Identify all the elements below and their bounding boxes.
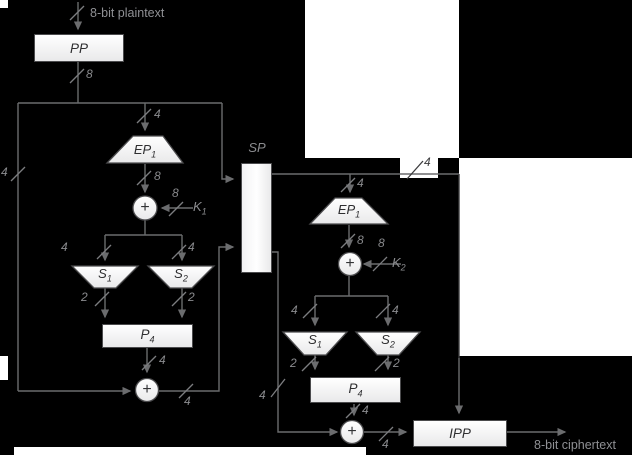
round1-ep-trapezoid [105,135,185,164]
round2-s2-label: S2 [381,331,395,350]
bus-width-r2-split-left: 4 [291,303,298,317]
round2-p4-box: P4 [310,377,401,403]
bus-width-r1-key: 8 [172,186,179,200]
round1-xor-mix-circle [134,377,160,403]
ipp-label: IPP [449,426,471,441]
round2-xor-key-circle [337,251,363,277]
background-patch-top-right [305,0,459,158]
key2-label: K2 [392,255,406,273]
background-patch-right [459,158,632,356]
bus-width-r2-key: 8 [378,236,385,250]
bus-width-r2-s2-out: 2 [393,356,400,370]
wires [17,62,459,391]
round2-ep-label: EP1 [337,202,361,220]
bus-width-r1-p4-out: 4 [159,353,166,367]
bus-width-r1-s2-out: 2 [188,290,195,304]
background-patch-bottom-strip [14,447,366,455]
round1-xor-key-circle [132,195,158,221]
ciphertext-label: 8-bit ciphertext [534,438,616,452]
round2-s2-trapezoid [354,331,422,356]
bus-width-r1-xor-out: 4 [184,394,191,408]
round1-p4-box: P4 [102,324,193,348]
bus-width-r2-p4-out: 4 [362,403,369,417]
plaintext-label: 8-bit plaintext [90,6,165,20]
round1-xor-key-plus: + [140,199,150,216]
bus-width-swap-top: 4 [424,155,431,169]
ipp-box: IPP [413,420,507,447]
key1-label: K1 [193,199,207,217]
round2-s1-trapezoid [281,331,349,356]
round2-s1-label: S1 [308,331,322,350]
round1-ep-label: EP1 [133,142,157,160]
round1-s1-label: S1 [98,265,112,284]
bus-width-r1-in: 4 [154,107,161,121]
round1-p4-label: P4 [140,327,155,345]
bus-width-r2-split-right: 4 [392,303,399,317]
pp-label: PP [69,40,88,56]
bus-width-r2-xor-out: 4 [382,437,389,451]
round2-xor-mix-plus: + [347,423,357,440]
pp-box: PP [34,34,124,62]
round1-s2-trapezoid [146,265,216,289]
round1-s2-label: S2 [174,265,188,284]
bus-width-r1-s1-out: 2 [81,290,88,304]
bus-width-r2-s1-out: 2 [290,356,297,370]
bus-width-r2-ep-out: 8 [357,233,364,247]
bus-width-r1-split-right: 4 [188,240,195,254]
round2-xor-mix-circle [339,419,365,445]
swap-box [241,163,272,273]
round2-p4-label: P4 [348,381,363,399]
round1-s1-trapezoid [70,265,140,289]
bus-width-r1-split-left: 4 [61,240,68,254]
bus-width-r1-ep-out: 8 [154,169,161,183]
round2-ep-trapezoid [308,197,390,225]
round2-xor-key-plus: + [345,255,355,272]
bus-width-swap-bottom: 4 [259,388,266,402]
background-patch-top-left-corner [0,0,8,8]
bus-width-left-branch: 4 [1,165,8,179]
bus-slash-marks [10,5,424,442]
background-patch-left-edge [0,356,8,380]
round1-xor-mix-plus: + [142,381,152,398]
bus-width-pp-out: 8 [86,67,93,81]
arrow-wires [18,2,567,437]
swap-caption: SP [248,139,266,155]
bus-width-r2-in: 4 [357,176,364,190]
